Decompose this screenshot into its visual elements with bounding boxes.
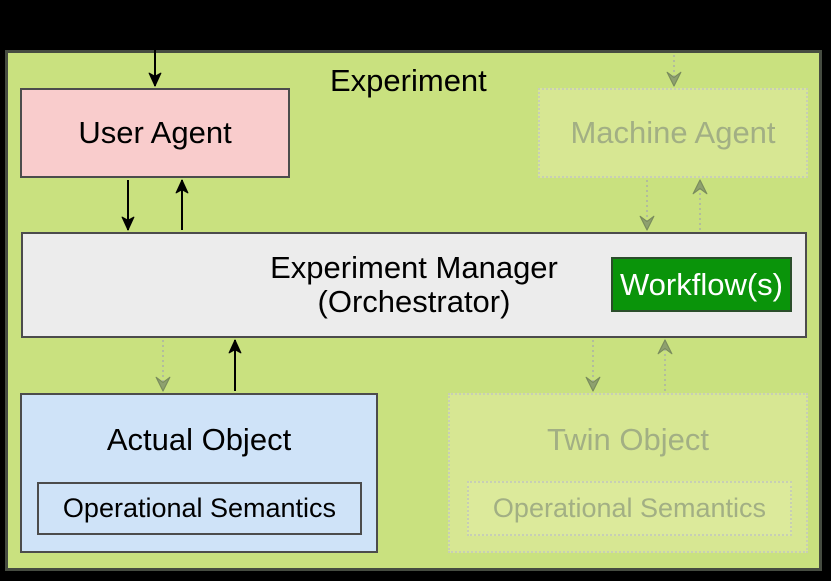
twin-object-label: Twin Object: [547, 422, 709, 457]
workflow-label: Workflow(s): [619, 266, 784, 302]
machine-agent-label: Machine Agent: [570, 115, 776, 150]
actual-operational-semantics-box: Operational Semantics: [37, 482, 362, 535]
actual-object-label: Actual Object: [106, 422, 292, 457]
experiment-manager-box: Experiment Manager (Orchestrator): [21, 232, 807, 338]
workflow-box: Workflow(s): [611, 257, 792, 312]
twin-operational-semantics-label: Operational Semantics: [492, 493, 767, 523]
experiment-title: Experiment: [330, 63, 487, 98]
actual-operational-semantics-label: Operational Semantics: [62, 493, 337, 523]
actual-object-box: Actual Object Operational Semantics: [20, 393, 378, 553]
machine-agent-box: Machine Agent: [538, 88, 808, 178]
experiment-manager-label-line2: (Orchestrator): [317, 284, 511, 319]
user-agent-box: User Agent: [20, 88, 290, 178]
user-agent-label: User Agent: [78, 115, 232, 150]
twin-operational-semantics-box: Operational Semantics: [467, 481, 792, 536]
experiment-manager-label-line1: Experiment Manager: [270, 250, 558, 285]
twin-object-box: Twin Object Operational Semantics: [448, 393, 808, 553]
